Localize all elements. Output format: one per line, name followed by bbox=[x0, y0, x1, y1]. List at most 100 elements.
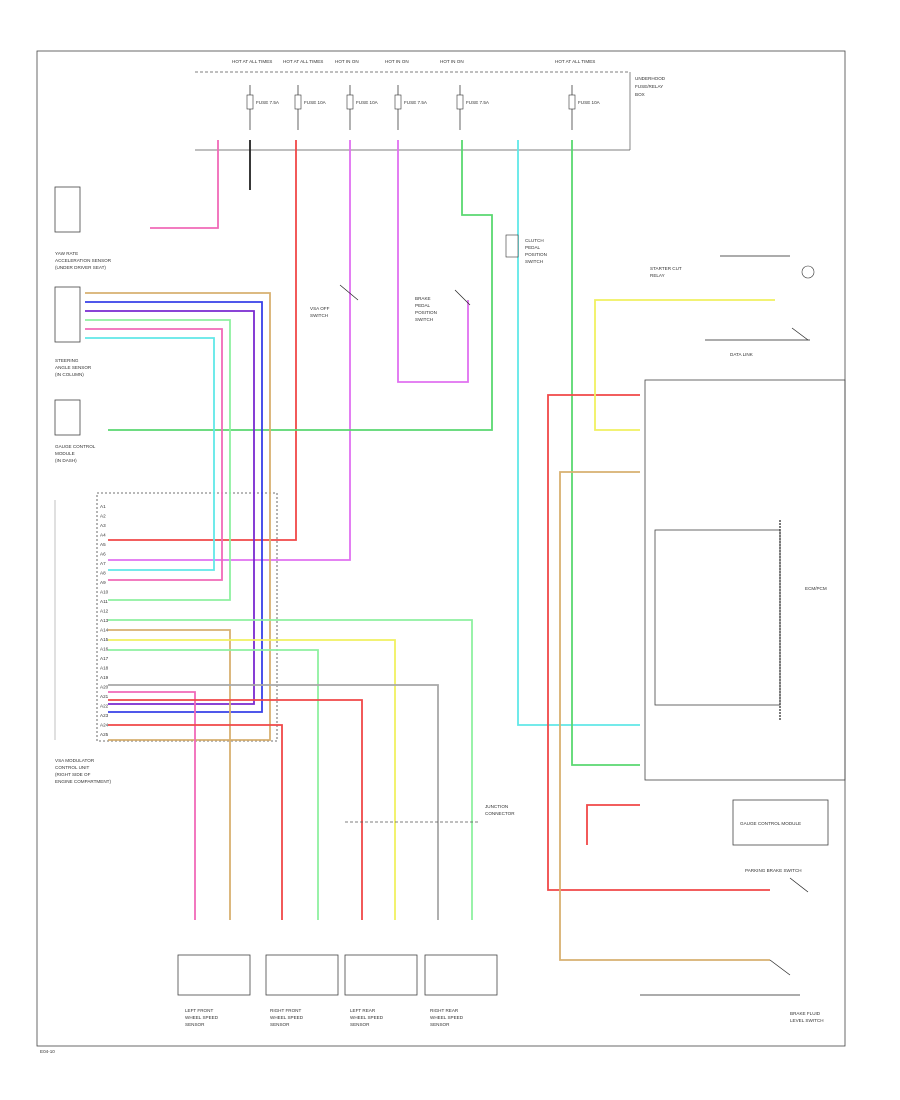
wss-lr-2: WHEEL SPEED bbox=[350, 1015, 384, 1020]
parking-brake-label: PARKING BRAKE SWITCH bbox=[745, 868, 802, 873]
wss-rf-1: RIGHT FRONT bbox=[270, 1008, 301, 1013]
fuse-box-label-2: FUSE/RELAY bbox=[635, 84, 663, 89]
vsa-pin-label: A15 bbox=[100, 637, 109, 642]
vsa-modulator-control-unit: VSA MODULATOR CONTROL UNIT (RIGHT SIDE O… bbox=[54, 492, 278, 784]
vsa-label-1: VSA MODULATOR bbox=[55, 758, 95, 763]
fuse-label-1: FUSE 7.5A bbox=[256, 100, 280, 105]
hot-label-4: HOT IN ON bbox=[385, 59, 409, 64]
fuse-label-6: FUSE 10A bbox=[578, 100, 601, 105]
gauge-label-2: MODULE bbox=[55, 451, 75, 456]
wire-tan-gauge bbox=[559, 471, 770, 961]
clutch-label-3: POSITION bbox=[525, 252, 547, 257]
brake-pedal-switch: BRAKE PEDAL POSITION SWITCH bbox=[415, 289, 471, 322]
wheel-sensor-rr: RIGHT REAR WHEEL SPEED SENSOR bbox=[424, 954, 498, 1027]
wire-violet-brake bbox=[397, 140, 469, 383]
wire-blue-steer bbox=[85, 301, 263, 713]
gauge-label-3: (IN DASH) bbox=[55, 458, 77, 463]
gauge-right-label: GAUGE CONTROL MODULE bbox=[740, 821, 801, 826]
vsa-pin-label: A7 bbox=[100, 561, 106, 566]
vsa-pin-label: A3 bbox=[100, 523, 106, 528]
dlc: DATA LINK bbox=[705, 327, 810, 357]
wire-green-lf bbox=[108, 619, 473, 920]
vsa-pin-label: A14 bbox=[100, 628, 109, 633]
brake-label-2: PEDAL bbox=[415, 303, 431, 308]
wss-rr-3: SENSOR bbox=[430, 1022, 450, 1027]
fuse-box-label-3: BOX bbox=[635, 92, 645, 97]
ecm-label: ECM/PCM bbox=[805, 586, 827, 591]
vsa-pin-label: A24 bbox=[100, 723, 109, 728]
brake-label-4: SWITCH bbox=[415, 317, 433, 322]
vsa-pin-label: A9 bbox=[100, 580, 106, 585]
fuse-label-3: FUSE 10A bbox=[356, 100, 379, 105]
steering-sensor-label-2: ANGLE SENSOR bbox=[55, 365, 92, 370]
wheel-speed-sensors: LEFT FRONT WHEEL SPEED SENSOR RIGHT FRON… bbox=[177, 954, 498, 1027]
wire-tan-steer bbox=[85, 292, 271, 741]
vsa-pin-label: A6 bbox=[100, 552, 106, 557]
gauge-module-right: GAUGE CONTROL MODULE bbox=[732, 799, 829, 846]
fuse-label-4: FUSE 7.5A bbox=[404, 100, 428, 105]
wire-purple-steer bbox=[85, 310, 255, 705]
brake-label-3: POSITION bbox=[415, 310, 437, 315]
hot-label-2: HOT AT ALL TIMES bbox=[283, 59, 323, 64]
hot-label-6: HOT AT ALL TIMES bbox=[555, 59, 595, 64]
clutch-pedal-switch: CLUTCH PEDAL POSITION SWITCH bbox=[505, 234, 547, 264]
wss-lf-1: LEFT FRONT bbox=[185, 1008, 213, 1013]
wire-harness bbox=[85, 140, 775, 961]
fuse-label-2: FUSE 10A bbox=[304, 100, 327, 105]
wire-red-fuse2 bbox=[108, 140, 297, 541]
wire-green-steer bbox=[85, 319, 231, 601]
vsa-pin-label: A16 bbox=[100, 647, 109, 652]
vsa-label-3: (RIGHT SIDE OF bbox=[55, 772, 91, 777]
clutch-label-2: PEDAL bbox=[525, 245, 541, 250]
vsa-pin-label: A2 bbox=[100, 514, 106, 519]
fluid-label-1: BRAKE FLUID bbox=[790, 1011, 821, 1016]
hot-label-5: HOT IN ON bbox=[440, 59, 464, 64]
wss-rf-2: WHEEL SPEED bbox=[270, 1015, 304, 1020]
wire-green-fuse6 bbox=[571, 140, 640, 766]
gauge-control-module: GAUGE CONTROL MODULE (IN DASH) bbox=[54, 399, 96, 463]
wire-pink-lf bbox=[108, 691, 196, 920]
wire-red-lr bbox=[108, 699, 363, 920]
vsa-off-label-1: VSA OFF bbox=[310, 306, 330, 311]
wire-tan-lf bbox=[108, 629, 231, 920]
hot-label-1: HOT AT ALL TIMES bbox=[232, 59, 272, 64]
wire-yellow-gauge bbox=[594, 299, 775, 431]
diagram-frame bbox=[36, 50, 846, 1047]
clutch-label-4: SWITCH bbox=[525, 259, 543, 264]
wss-lr-3: SENSOR bbox=[350, 1022, 370, 1027]
wire-gray-lr bbox=[108, 684, 439, 920]
junction-connector: JUNCTION CONNECTOR bbox=[345, 804, 515, 823]
junction-label-2: CONNECTOR bbox=[485, 811, 515, 816]
vsa-pin-label: A20 bbox=[100, 685, 109, 690]
parking-brake-switch: PARKING BRAKE SWITCH bbox=[745, 868, 809, 893]
vsa-pin-label: A25 bbox=[100, 732, 109, 737]
fuse-label-5: FUSE 7.5A bbox=[466, 100, 490, 105]
wire-red-rf bbox=[108, 724, 283, 920]
wire-pink-steer bbox=[85, 328, 223, 581]
footer-code: E04-10 bbox=[40, 1049, 55, 1054]
starter-label-2: RELAY bbox=[650, 273, 665, 278]
wheel-sensor-lf: LEFT FRONT WHEEL SPEED SENSOR bbox=[177, 954, 251, 1027]
starter-cut-relay: STARTER CUT RELAY bbox=[650, 255, 815, 279]
vsa-pin-label: A19 bbox=[100, 675, 109, 680]
vsa-pin-label: A11 bbox=[100, 599, 108, 604]
fuse-row: HOT AT ALL TIMES HOT AT ALL TIMES HOT IN… bbox=[232, 59, 601, 130]
vsa-pin-label: A8 bbox=[100, 571, 106, 576]
fuse-box-label-1: UNDERHOOD bbox=[635, 76, 666, 81]
fluid-label-2: LEVEL SWITCH bbox=[790, 1018, 824, 1023]
junction-label-1: JUNCTION bbox=[485, 804, 508, 809]
wss-rr-1: RIGHT REAR bbox=[430, 1008, 459, 1013]
gauge-label-1: GAUGE CONTROL bbox=[55, 444, 96, 449]
yaw-rate-sensor: YAW RATE ACCELERATION SENSOR (UNDER DRIV… bbox=[54, 186, 112, 270]
vsa-pin-label: A4 bbox=[100, 533, 106, 538]
underhood-fuse-box: UNDERHOOD FUSE/RELAY BOX bbox=[195, 71, 666, 151]
vsa-off-label-2: SWITCH bbox=[310, 313, 328, 318]
vsa-off-switch: VSA OFF SWITCH bbox=[310, 284, 359, 318]
wss-lf-3: SENSOR bbox=[185, 1022, 205, 1027]
hot-label-3: HOT IN ON bbox=[335, 59, 359, 64]
wire-violet-fuse3 bbox=[108, 140, 351, 561]
steering-sensor-label-1: STEERING bbox=[55, 358, 79, 363]
yaw-sensor-label-3: (UNDER DRIVER SEAT) bbox=[55, 265, 106, 270]
yaw-sensor-label-1: YAW RATE bbox=[55, 251, 78, 256]
